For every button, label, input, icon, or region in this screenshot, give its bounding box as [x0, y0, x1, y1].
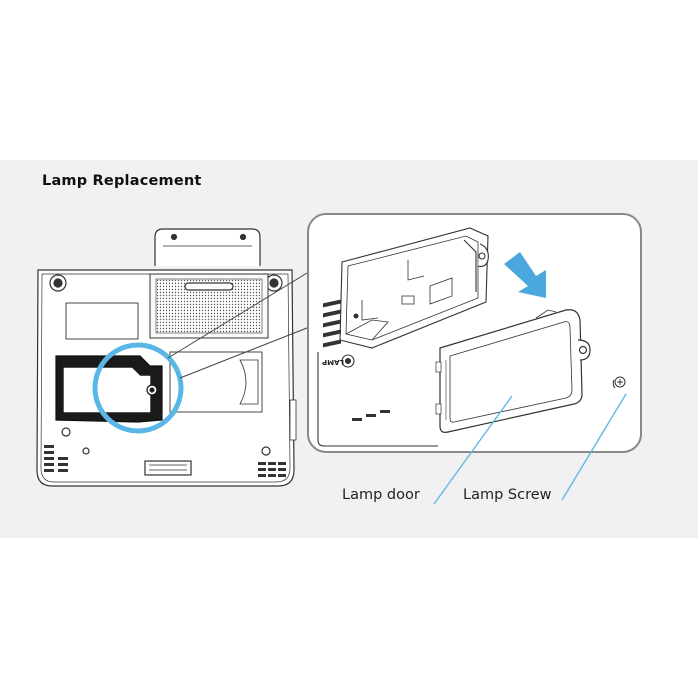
lamp-screw-callout-line: [561, 393, 627, 501]
lamp-screw-label: Lamp Screw: [463, 487, 552, 503]
lamp-door-highlight-circle: [92, 342, 184, 434]
zoom-connector-lines: [167, 269, 313, 379]
zoom-detail-panel: LAMP: [307, 213, 642, 453]
removed-lamp-screw: [612, 376, 626, 389]
zoom-vents: [323, 299, 341, 348]
projector-bottom-view: [36, 228, 297, 487]
removal-direction-arrow: [504, 252, 546, 298]
figure-title: Lamp Replacement: [42, 173, 202, 189]
lamp-door-label: Lamp door: [342, 487, 420, 503]
removed-lamp-door: [435, 309, 591, 433]
body-engraving: LAMP: [322, 358, 344, 366]
lamp-door-callout-line: [433, 395, 513, 505]
